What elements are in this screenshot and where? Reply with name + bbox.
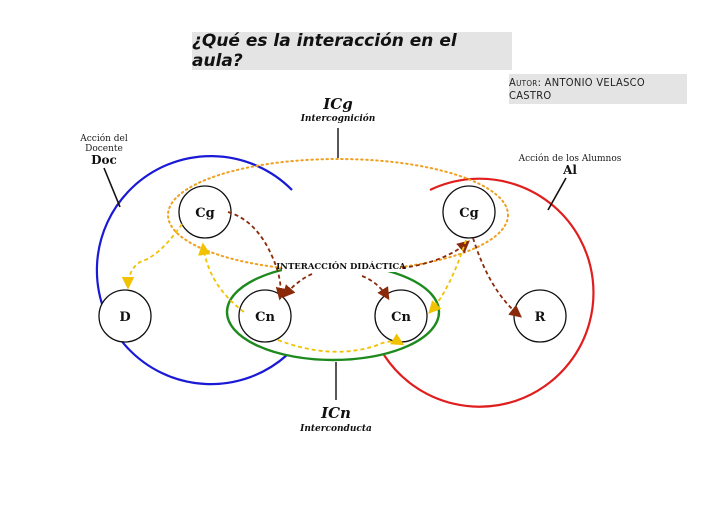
- center-label: INTERACCIÓN DIDÁCTICA: [276, 260, 406, 272]
- alumnos-pointer: [547, 177, 567, 211]
- node-r-label: R: [535, 310, 546, 325]
- node-d-label: D: [119, 310, 130, 325]
- node-cn-left-label: Cn: [255, 310, 275, 325]
- node-cg-right: [442, 185, 496, 239]
- alumnos-circle: [383, 177, 595, 408]
- icn-sublabel: Interconducta: [299, 424, 372, 434]
- docente-label-line1: Acción del: [79, 133, 128, 144]
- arrow-center-to-cg-right: [401, 240, 470, 269]
- node-cn-left: [238, 289, 292, 343]
- arrow-cn-left-to-cg-left: [198, 242, 245, 313]
- center-label-bg: [282, 258, 400, 272]
- icg-label: ICg: [322, 95, 352, 113]
- node-d: [98, 289, 152, 343]
- icg-sublabel: Intercognición: [300, 113, 376, 124]
- arrow-cg-right-to-cn-right: [428, 239, 467, 314]
- alumnos-abbr: Al: [562, 163, 577, 177]
- node-cn-right-label: Cn: [391, 310, 411, 325]
- node-cg-right-label: Cg: [459, 206, 478, 221]
- arrow-center-to-cn-left: [282, 273, 313, 298]
- page-title: ¿Qué es la interacción en el aula?: [192, 31, 457, 71]
- node-cg-left-label: Cg: [195, 206, 214, 221]
- docente-pointer: [103, 167, 121, 208]
- arrow-cg-left-to-d: [121, 223, 183, 290]
- intercognicion-ellipse: [167, 158, 509, 272]
- docente-label-line2: Docente: [85, 144, 123, 154]
- title-banner: ¿Qué es la interacción en el aula?: [192, 31, 512, 71]
- arrow-bottom-loop: [277, 333, 405, 353]
- author-banner: Autor: ANTONIO VELASCO CASTRO: [509, 74, 687, 104]
- author-label: Autor: ANTONIO VELASCO CASTRO: [509, 76, 645, 102]
- docente-circle: [95, 155, 293, 386]
- alumnos-label: Acción de los Alumnos: [518, 153, 622, 164]
- arrow-cg-right-to-r: [472, 237, 522, 318]
- node-cg-left: [178, 185, 232, 239]
- docente-abbr: Doc: [91, 153, 117, 167]
- arrow-center-to-cn-right: [361, 275, 390, 301]
- arrow-cg-to-cn-left: [227, 211, 289, 301]
- icn-label: ICn: [320, 404, 351, 422]
